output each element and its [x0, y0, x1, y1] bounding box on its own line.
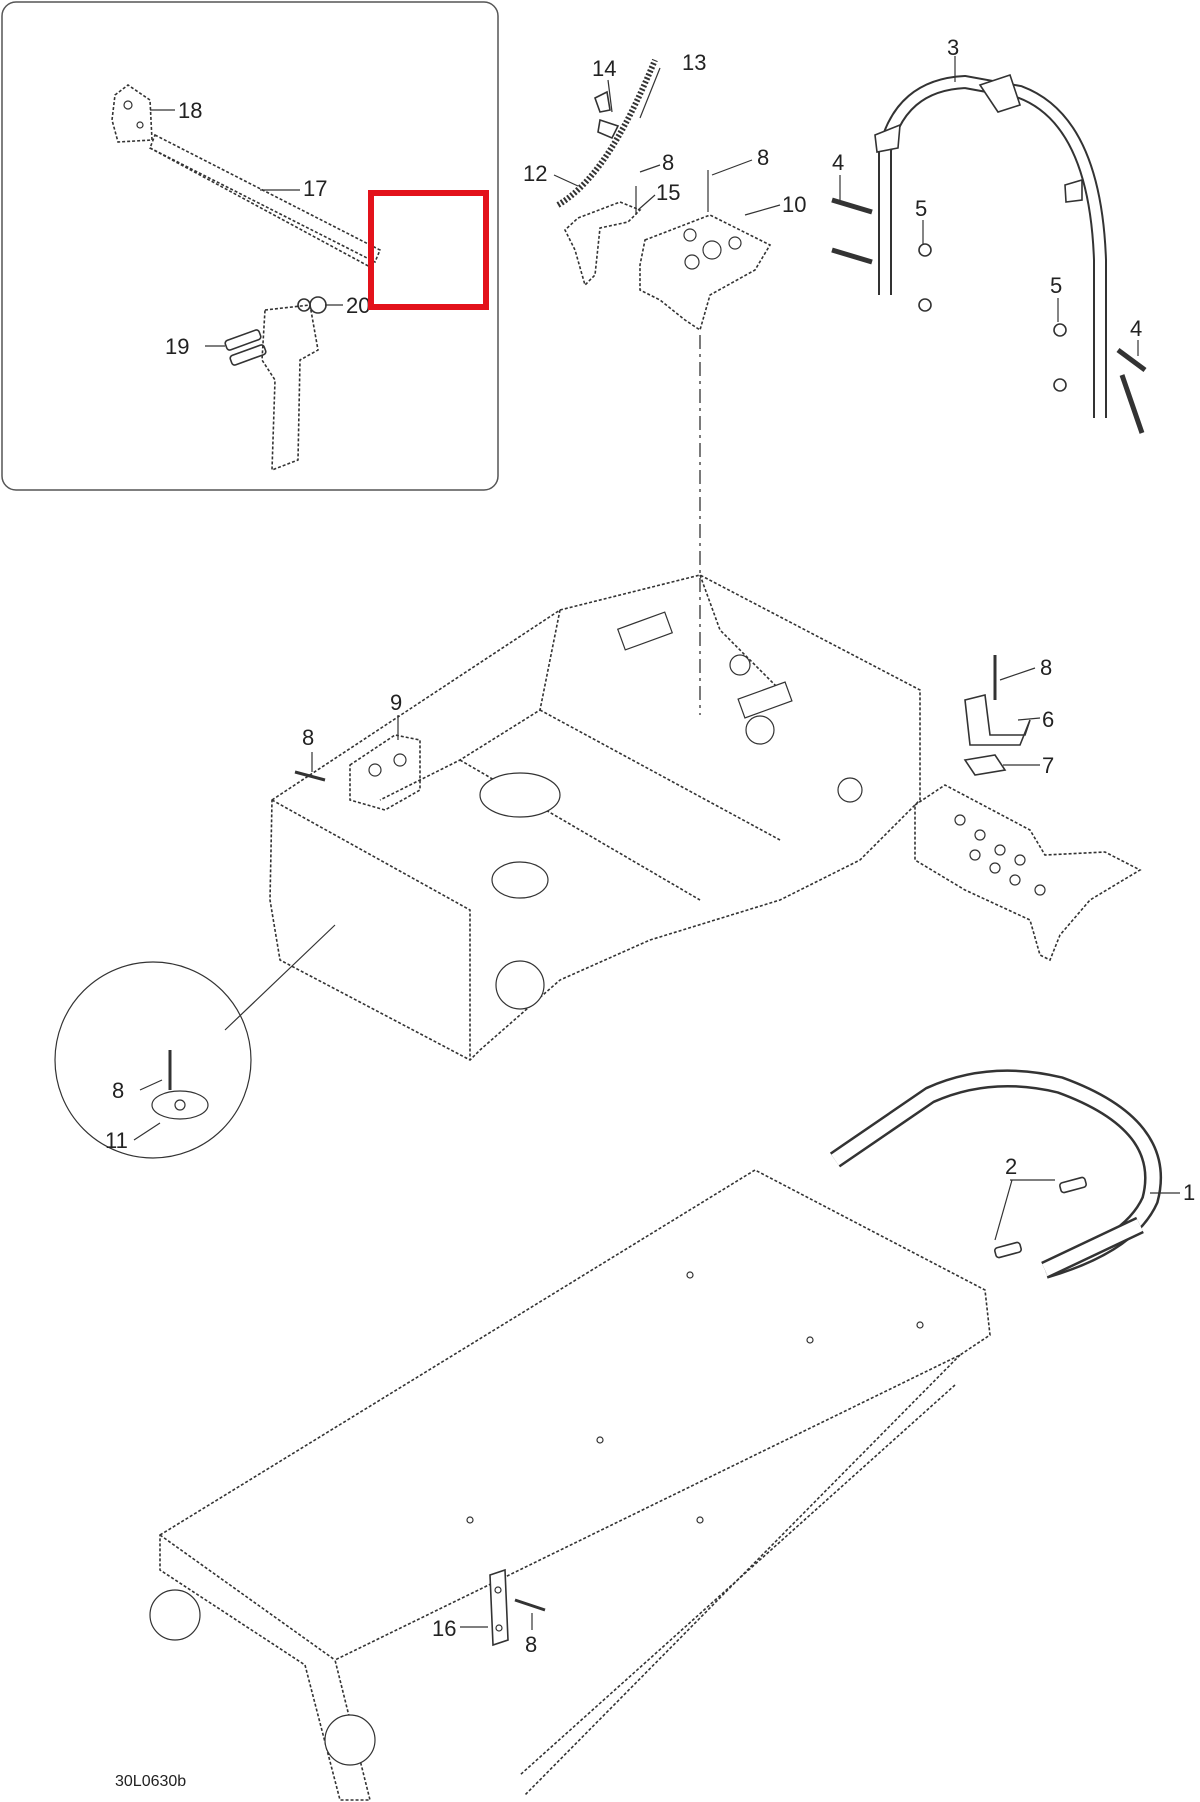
- part-3-hoop: 3: [874, 35, 1107, 418]
- callout-14: 14: [592, 56, 616, 81]
- callout-11: 11: [105, 1128, 128, 1153]
- callout-19: 19: [165, 334, 189, 359]
- rear-tunnel: [149, 1169, 991, 1801]
- callout-3: 3: [947, 35, 959, 60]
- callout-18: 18: [178, 98, 202, 123]
- callout-9: 9: [390, 690, 402, 715]
- inset-detail-panel: 18 17 19 20: [1, 1, 499, 491]
- callout-8-e: 8: [112, 1078, 124, 1103]
- part-18-bracket: [111, 84, 153, 143]
- part-1-bumper: 1: [829, 1069, 1195, 1279]
- callout-7: 7: [1042, 753, 1054, 778]
- callout-20: 20: [346, 293, 370, 318]
- part-17-rail: [148, 133, 382, 264]
- rivets-top: 8 8: [635, 145, 769, 215]
- part-19-bolts: [224, 329, 267, 366]
- callout-2: 2: [1005, 1154, 1017, 1179]
- highlight-box: [368, 190, 489, 310]
- part-10-plate: 10: [639, 192, 806, 332]
- part-7-pad: [963, 754, 1007, 776]
- callout-8-c: 8: [302, 725, 314, 750]
- frame-opening: [479, 772, 561, 818]
- main-frame: [269, 574, 921, 1061]
- callout-8-d: 8: [1040, 655, 1052, 680]
- callout-8-f: 8: [525, 1632, 537, 1657]
- callout-8-a: 8: [662, 150, 674, 175]
- callout-15: 15: [656, 180, 680, 205]
- callout-6: 6: [1042, 707, 1054, 732]
- detail-circle: 8 11: [54, 924, 336, 1159]
- callout-8-b: 8: [757, 145, 769, 170]
- callout-5-a: 5: [915, 196, 927, 221]
- callout-10: 10: [782, 192, 806, 217]
- right-footrest-assembly: 8 6 7: [914, 655, 1142, 962]
- callout-4-a: 4: [832, 150, 844, 175]
- part-15-guide: [564, 201, 642, 287]
- callout-1: 1: [1183, 1180, 1195, 1205]
- callout-4-b: 4: [1130, 316, 1142, 341]
- hoop-fasteners: 4 5 5 4: [831, 150, 1147, 434]
- cable-assembly: 14 13 12 15: [523, 50, 706, 287]
- part-20-nut: [297, 296, 327, 314]
- drawing-code: 30L0630b: [115, 1773, 186, 1790]
- callout-13: 13: [682, 50, 706, 75]
- part-2-bolts: 2: [994, 1154, 1087, 1259]
- part-16-bracket: 16 8: [432, 1568, 546, 1657]
- mount-column: [261, 304, 319, 472]
- part-6-clip: [964, 694, 1031, 746]
- callout-5-b: 5: [1050, 273, 1062, 298]
- footrest: [914, 784, 1142, 962]
- part-9-bracket: 9 8: [294, 690, 421, 811]
- callout-17: 17: [303, 176, 327, 201]
- callout-12: 12: [523, 161, 547, 186]
- callout-16: 16: [432, 1616, 456, 1641]
